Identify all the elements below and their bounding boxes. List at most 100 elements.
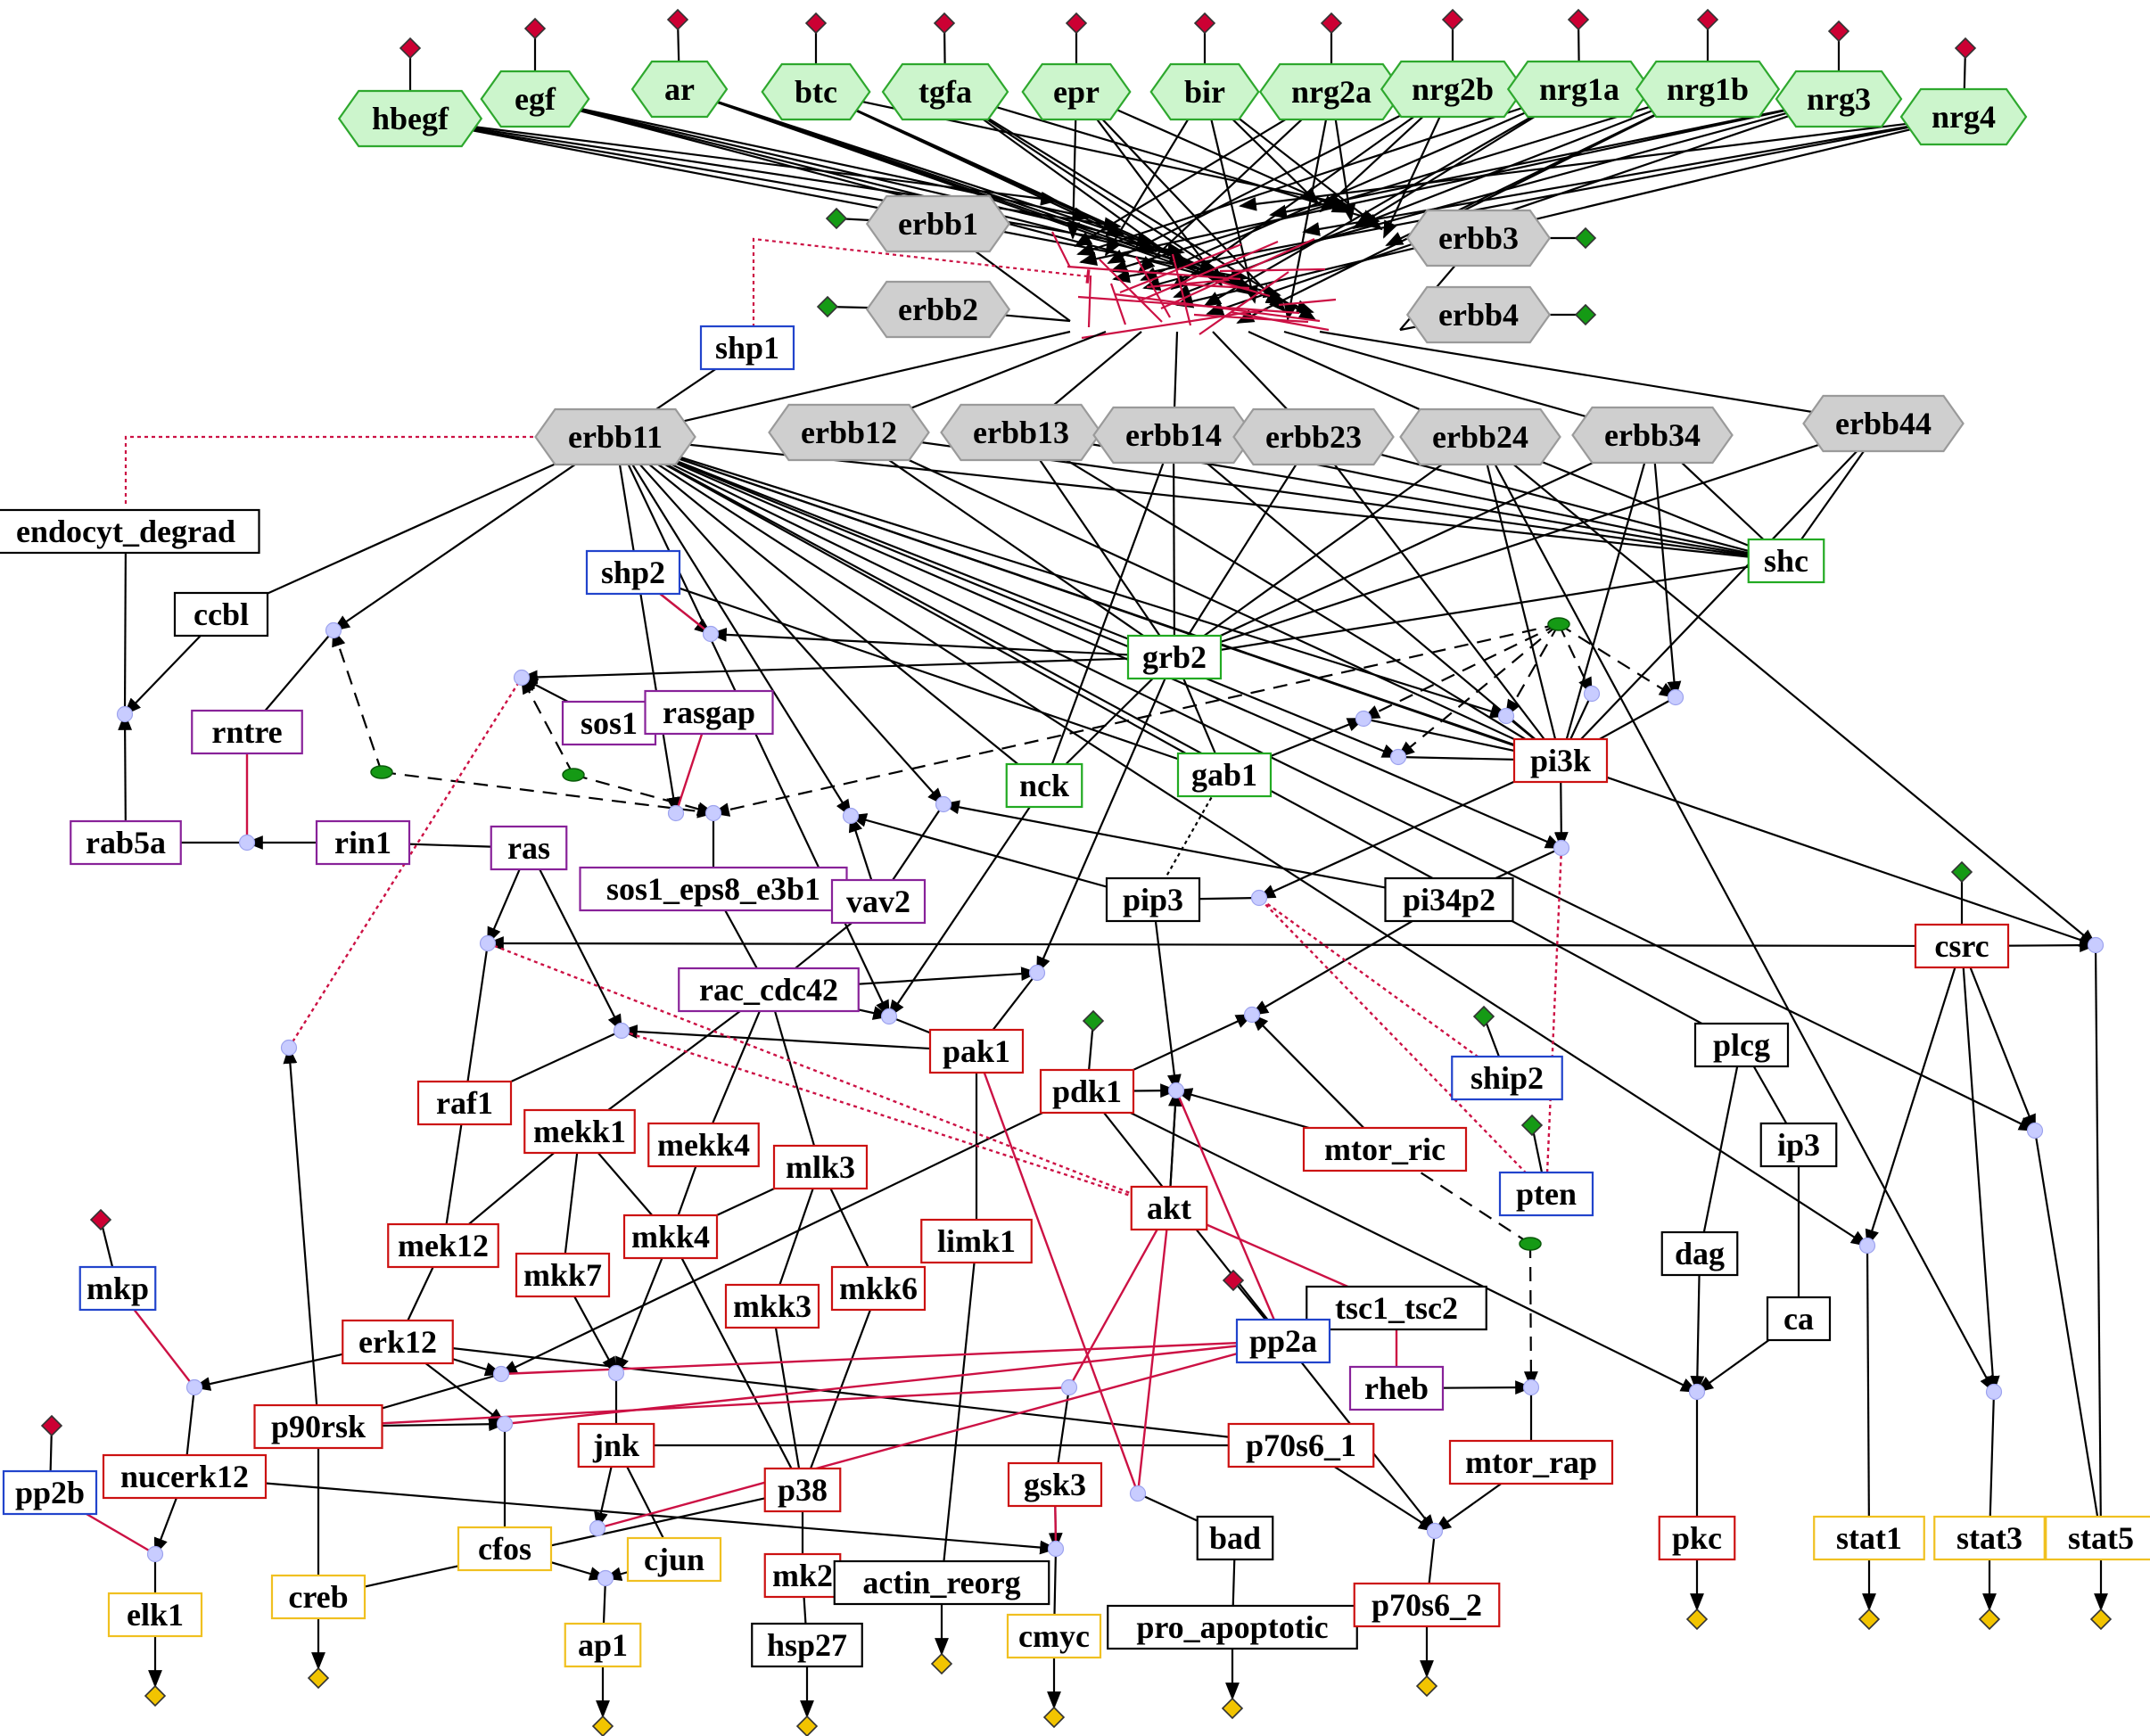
node-nrg3[interactable]: nrg3 bbox=[1775, 70, 1903, 128]
node-ar[interactable]: ar bbox=[630, 60, 729, 119]
node-egf[interactable]: egf bbox=[480, 70, 590, 128]
node-cjun[interactable]: cjun bbox=[626, 1536, 722, 1583]
node-hbegf[interactable]: hbegf bbox=[337, 89, 483, 148]
node-mkk6[interactable]: mkk6 bbox=[830, 1265, 927, 1312]
node-erbb12[interactable]: erbb12 bbox=[768, 403, 930, 462]
node-erbb23[interactable]: erbb23 bbox=[1232, 407, 1395, 466]
node-nrg2a[interactable]: nrg2a bbox=[1258, 62, 1405, 121]
node-mk2[interactable]: mk2 bbox=[763, 1552, 842, 1599]
node-shp1[interactable]: shp1 bbox=[699, 325, 795, 371]
node-p70s6_1[interactable]: p70s6_1 bbox=[1227, 1422, 1375, 1469]
node-ship2[interactable]: ship2 bbox=[1451, 1055, 1563, 1101]
node-mkp[interactable]: mkp bbox=[78, 1265, 157, 1312]
node-rheb[interactable]: rheb bbox=[1348, 1365, 1445, 1411]
node-vav2[interactable]: vav2 bbox=[830, 878, 927, 925]
node-mkk4[interactable]: mkk4 bbox=[622, 1214, 719, 1260]
node-erbb4[interactable]: erbb4 bbox=[1405, 285, 1552, 344]
node-jnk[interactable]: jnk bbox=[577, 1422, 655, 1469]
node-creb[interactable]: creb bbox=[270, 1574, 367, 1620]
node-erbb2[interactable]: erbb2 bbox=[865, 280, 1011, 339]
node-sos1[interactable]: sos1 bbox=[561, 700, 657, 746]
node-rin1[interactable]: rin1 bbox=[315, 819, 411, 866]
node-limk1[interactable]: limk1 bbox=[920, 1218, 1033, 1264]
junction-dot bbox=[704, 804, 722, 822]
node-shc[interactable]: shc bbox=[1747, 538, 1825, 584]
node-mkk7[interactable]: mkk7 bbox=[515, 1252, 611, 1298]
node-mkk3[interactable]: mkk3 bbox=[724, 1283, 820, 1329]
node-p38[interactable]: p38 bbox=[763, 1467, 842, 1513]
node-ca[interactable]: ca bbox=[1766, 1296, 1832, 1342]
node-elk1[interactable]: elk1 bbox=[107, 1592, 203, 1638]
node-nrg1a[interactable]: nrg1a bbox=[1506, 60, 1652, 119]
node-stat1[interactable]: stat1 bbox=[1813, 1515, 1925, 1561]
node-cmyc[interactable]: cmyc bbox=[1006, 1613, 1102, 1659]
node-endocyt_degrad[interactable]: endocyt_degrad bbox=[0, 508, 260, 555]
node-bad[interactable]: bad bbox=[1196, 1515, 1274, 1561]
node-cfos[interactable]: cfos bbox=[457, 1526, 553, 1572]
node-pi34p2[interactable]: pi34p2 bbox=[1384, 876, 1514, 923]
node-csrc[interactable]: csrc bbox=[1914, 923, 2010, 969]
node-nrg1b[interactable]: nrg1b bbox=[1635, 60, 1781, 119]
node-epr[interactable]: epr bbox=[1021, 62, 1132, 121]
node-raf1[interactable]: raf1 bbox=[416, 1080, 513, 1126]
node-pkc[interactable]: pkc bbox=[1658, 1515, 1736, 1561]
node-pten[interactable]: pten bbox=[1498, 1171, 1594, 1217]
node-rasgap[interactable]: rasgap bbox=[644, 689, 774, 736]
node-erbb3[interactable]: erbb3 bbox=[1405, 209, 1552, 267]
node-dag[interactable]: dag bbox=[1660, 1230, 1739, 1277]
node-nucerk12[interactable]: nucerk12 bbox=[102, 1453, 268, 1500]
node-erbb1[interactable]: erbb1 bbox=[865, 194, 1011, 253]
node-mek12[interactable]: mek12 bbox=[387, 1222, 499, 1269]
node-akt[interactable]: akt bbox=[1130, 1185, 1208, 1231]
node-rac_cdc42[interactable]: rac_cdc42 bbox=[678, 967, 860, 1013]
node-actin_reorg[interactable]: actin_reorg bbox=[833, 1559, 1050, 1606]
node-pak1[interactable]: pak1 bbox=[928, 1028, 1025, 1074]
node-pi3k[interactable]: pi3k bbox=[1512, 737, 1609, 784]
junction-dot bbox=[2087, 936, 2105, 954]
node-mtor_rap[interactable]: mtor_rap bbox=[1448, 1439, 1614, 1485]
node-erbb11[interactable]: erbb11 bbox=[534, 407, 696, 466]
node-rab5a[interactable]: rab5a bbox=[70, 819, 182, 866]
node-tsc1_tsc2[interactable]: tsc1_tsc2 bbox=[1306, 1285, 1487, 1331]
node-erbb34[interactable]: erbb34 bbox=[1571, 406, 1734, 465]
node-tgfa[interactable]: tgfa bbox=[881, 62, 1009, 121]
node-erbb24[interactable]: erbb24 bbox=[1399, 407, 1561, 466]
node-pp2b[interactable]: pp2b bbox=[2, 1469, 98, 1516]
node-mekk1[interactable]: mekk1 bbox=[523, 1108, 636, 1155]
node-nrg4[interactable]: nrg4 bbox=[1899, 87, 2028, 146]
node-plcg[interactable]: plcg bbox=[1693, 1022, 1790, 1068]
node-mlk3[interactable]: mlk3 bbox=[772, 1144, 869, 1190]
node-shape bbox=[644, 689, 774, 736]
node-btc[interactable]: btc bbox=[761, 62, 871, 121]
node-sos1_eps8_e3b1[interactable]: sos1_eps8_e3b1 bbox=[579, 866, 848, 912]
node-mekk4[interactable]: mekk4 bbox=[647, 1122, 760, 1168]
node-p90rsk[interactable]: p90rsk bbox=[253, 1403, 383, 1450]
node-pip3[interactable]: pip3 bbox=[1105, 876, 1201, 923]
node-label: cmyc bbox=[1018, 1618, 1090, 1654]
node-shp2[interactable]: shp2 bbox=[585, 549, 681, 596]
node-ap1[interactable]: ap1 bbox=[564, 1622, 642, 1668]
node-ip3[interactable]: ip3 bbox=[1759, 1122, 1838, 1168]
node-ras[interactable]: ras bbox=[490, 825, 568, 871]
node-mtor_ric[interactable]: mtor_ric bbox=[1302, 1126, 1468, 1172]
node-rntre[interactable]: rntre bbox=[191, 709, 303, 755]
node-nck[interactable]: nck bbox=[1005, 762, 1083, 809]
node-pro_apoptotic[interactable]: pro_apoptotic bbox=[1107, 1604, 1358, 1650]
node-grb2[interactable]: grb2 bbox=[1126, 634, 1223, 680]
node-pdk1[interactable]: pdk1 bbox=[1039, 1068, 1135, 1115]
node-erk12[interactable]: erk12 bbox=[342, 1319, 454, 1365]
node-erbb44[interactable]: erbb44 bbox=[1802, 394, 1965, 453]
node-nrg2b[interactable]: nrg2b bbox=[1380, 60, 1526, 119]
node-erbb13[interactable]: erbb13 bbox=[940, 403, 1102, 462]
inhibition-edge bbox=[1130, 1207, 1171, 1496]
node-p70s6_2[interactable]: p70s6_2 bbox=[1353, 1582, 1501, 1628]
node-gsk3[interactable]: gsk3 bbox=[1007, 1461, 1103, 1508]
node-gab1[interactable]: gab1 bbox=[1176, 752, 1273, 798]
node-bir[interactable]: bir bbox=[1149, 62, 1260, 121]
node-ccbl[interactable]: ccbl bbox=[173, 591, 269, 638]
node-stat5[interactable]: stat5 bbox=[2045, 1515, 2150, 1561]
node-pp2a[interactable]: pp2a bbox=[1235, 1318, 1331, 1364]
node-hsp27[interactable]: hsp27 bbox=[751, 1622, 863, 1668]
node-erbb14[interactable]: erbb14 bbox=[1092, 406, 1255, 465]
node-stat3[interactable]: stat3 bbox=[1933, 1515, 2046, 1561]
